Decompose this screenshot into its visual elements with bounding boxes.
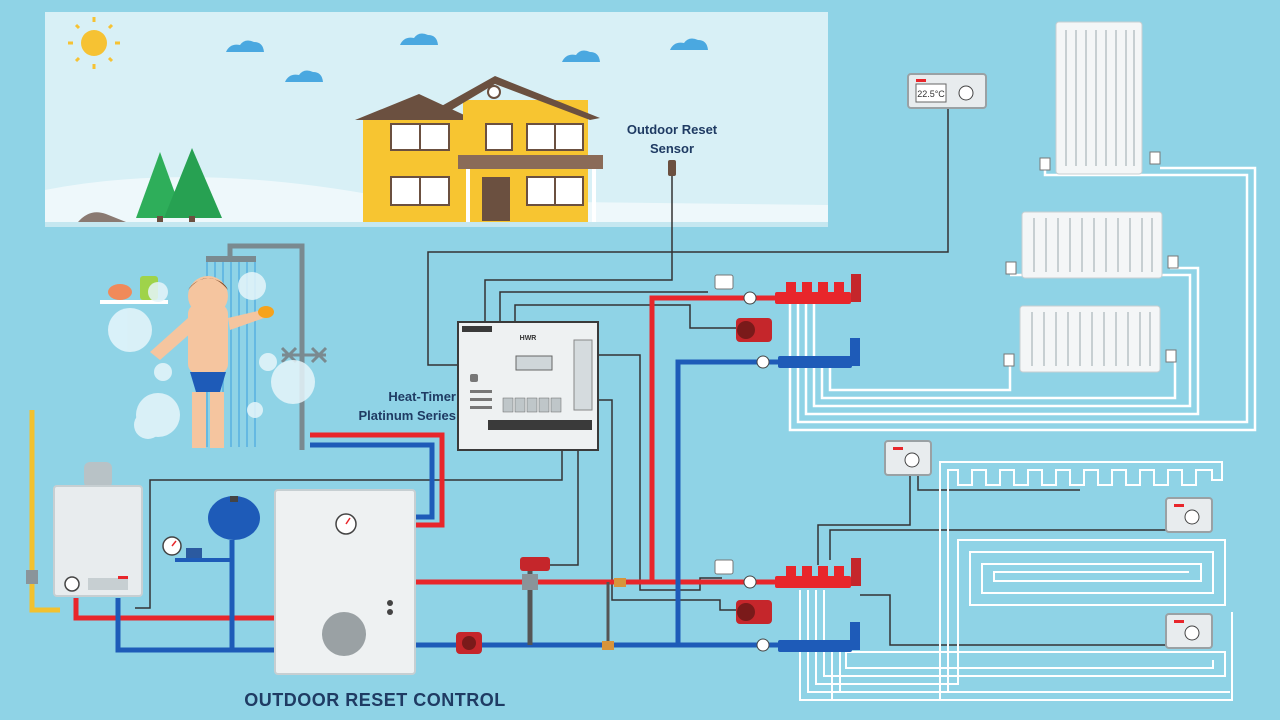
outdoor-scene [45, 12, 828, 227]
ground-line [45, 222, 828, 227]
pump-icon [736, 318, 772, 342]
valve-icon [714, 559, 770, 652]
thermostat-icon [884, 440, 932, 476]
label-line: Heat-Timer [388, 389, 456, 404]
person [150, 276, 274, 448]
controller-icon: HWR [457, 321, 599, 451]
tank-icon [208, 496, 260, 540]
cloud-icon [562, 50, 600, 62]
gas-pipe [29, 410, 60, 613]
thermostat-icon: 22.5°C [907, 73, 987, 109]
gauge [162, 536, 202, 558]
valve-icon [520, 557, 550, 590]
cloud-icon [226, 40, 264, 52]
rock [78, 212, 126, 222]
radiator-icon [1055, 21, 1143, 175]
hot-pipes [73, 295, 780, 621]
svg-text:22.5°C: 22.5°C [917, 89, 945, 99]
radiator-icon [1021, 211, 1163, 279]
cloud-icon [670, 38, 708, 50]
water-heater [274, 489, 416, 675]
floor-heating-loops [799, 461, 1233, 701]
outdoor-reset-sensor-label: Outdoor Reset Sensor [612, 120, 732, 158]
control-wires [135, 108, 1190, 646]
radiator-icon [1019, 305, 1161, 373]
pump-icon [736, 600, 772, 624]
cloud-icon [285, 70, 323, 82]
valve-icon [714, 274, 770, 369]
svg-text:HWR: HWR [520, 335, 537, 342]
manifold-icon [775, 558, 861, 652]
tree-icon [164, 148, 222, 222]
boiler-icon [53, 462, 143, 597]
bubbles [108, 272, 315, 439]
manifold-icon [775, 274, 861, 368]
valve-icon [26, 570, 38, 584]
sun-icon [68, 17, 120, 69]
label-line: Outdoor Reset [626, 122, 718, 137]
cloud-icon [400, 33, 438, 45]
diagram-title: OUTDOOR RESET CONTROL [244, 690, 506, 710]
fitting [614, 578, 626, 587]
fitting [602, 641, 614, 650]
valve-icon [1003, 151, 1179, 367]
thermostat-icon [1165, 497, 1213, 533]
label-line: Sensor [649, 141, 695, 156]
thermostat-icon [1165, 613, 1213, 649]
house-icon [355, 76, 603, 222]
sensor-icon [668, 160, 676, 176]
label-line: Platinum Series [358, 408, 456, 423]
pump-icon [456, 632, 482, 654]
controller-label: Heat-Timer Platinum Series [332, 387, 456, 425]
